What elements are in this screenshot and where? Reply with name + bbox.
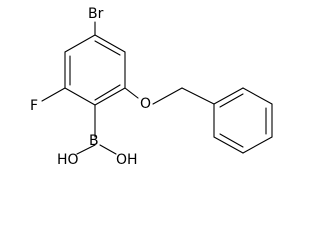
hydroxyl-right-label: OH [116, 152, 138, 168]
oxygen-bond-to-methylene [152, 87, 183, 105]
phenyl-double-bond-bottom [219, 133, 244, 148]
ring-bond-2 [94, 34, 126, 53]
hydroxyl-left-label: HO [57, 152, 79, 168]
phenyl-bond-2 [242, 87, 273, 105]
boron-label: B [89, 133, 99, 149]
methylene-to-phenyl-bond [181, 87, 215, 105]
ring-bond-5 [64, 87, 96, 106]
ring-double-bond-upper-right [94, 40, 121, 56]
oxygen-bond-to-ring [124, 87, 139, 99]
boron-to-left-hydroxyl-bond [76, 144, 96, 155]
bromine-label: Br [88, 6, 104, 22]
ring-bond-1 [64, 34, 96, 53]
fluorine-label: F [30, 98, 38, 114]
phenyl-bond-5 [213, 136, 244, 154]
phenyl-bond-4 [242, 136, 273, 154]
phenyl-ring [213, 87, 273, 154]
phenyl-bond-1 [213, 87, 244, 105]
boron-to-right-hydroxyl-bond [99, 144, 117, 155]
molecule-diagram: Br F O B HO OH [30, 6, 273, 168]
oxygen-label: O [140, 96, 151, 112]
ring-double-bond-lower-right [94, 84, 121, 101]
benzene-ring-substituted [64, 34, 126, 106]
phenyl-double-bond-top [219, 93, 244, 108]
fluorine-bond [41, 87, 66, 102]
ring-bond-6 [94, 87, 126, 106]
